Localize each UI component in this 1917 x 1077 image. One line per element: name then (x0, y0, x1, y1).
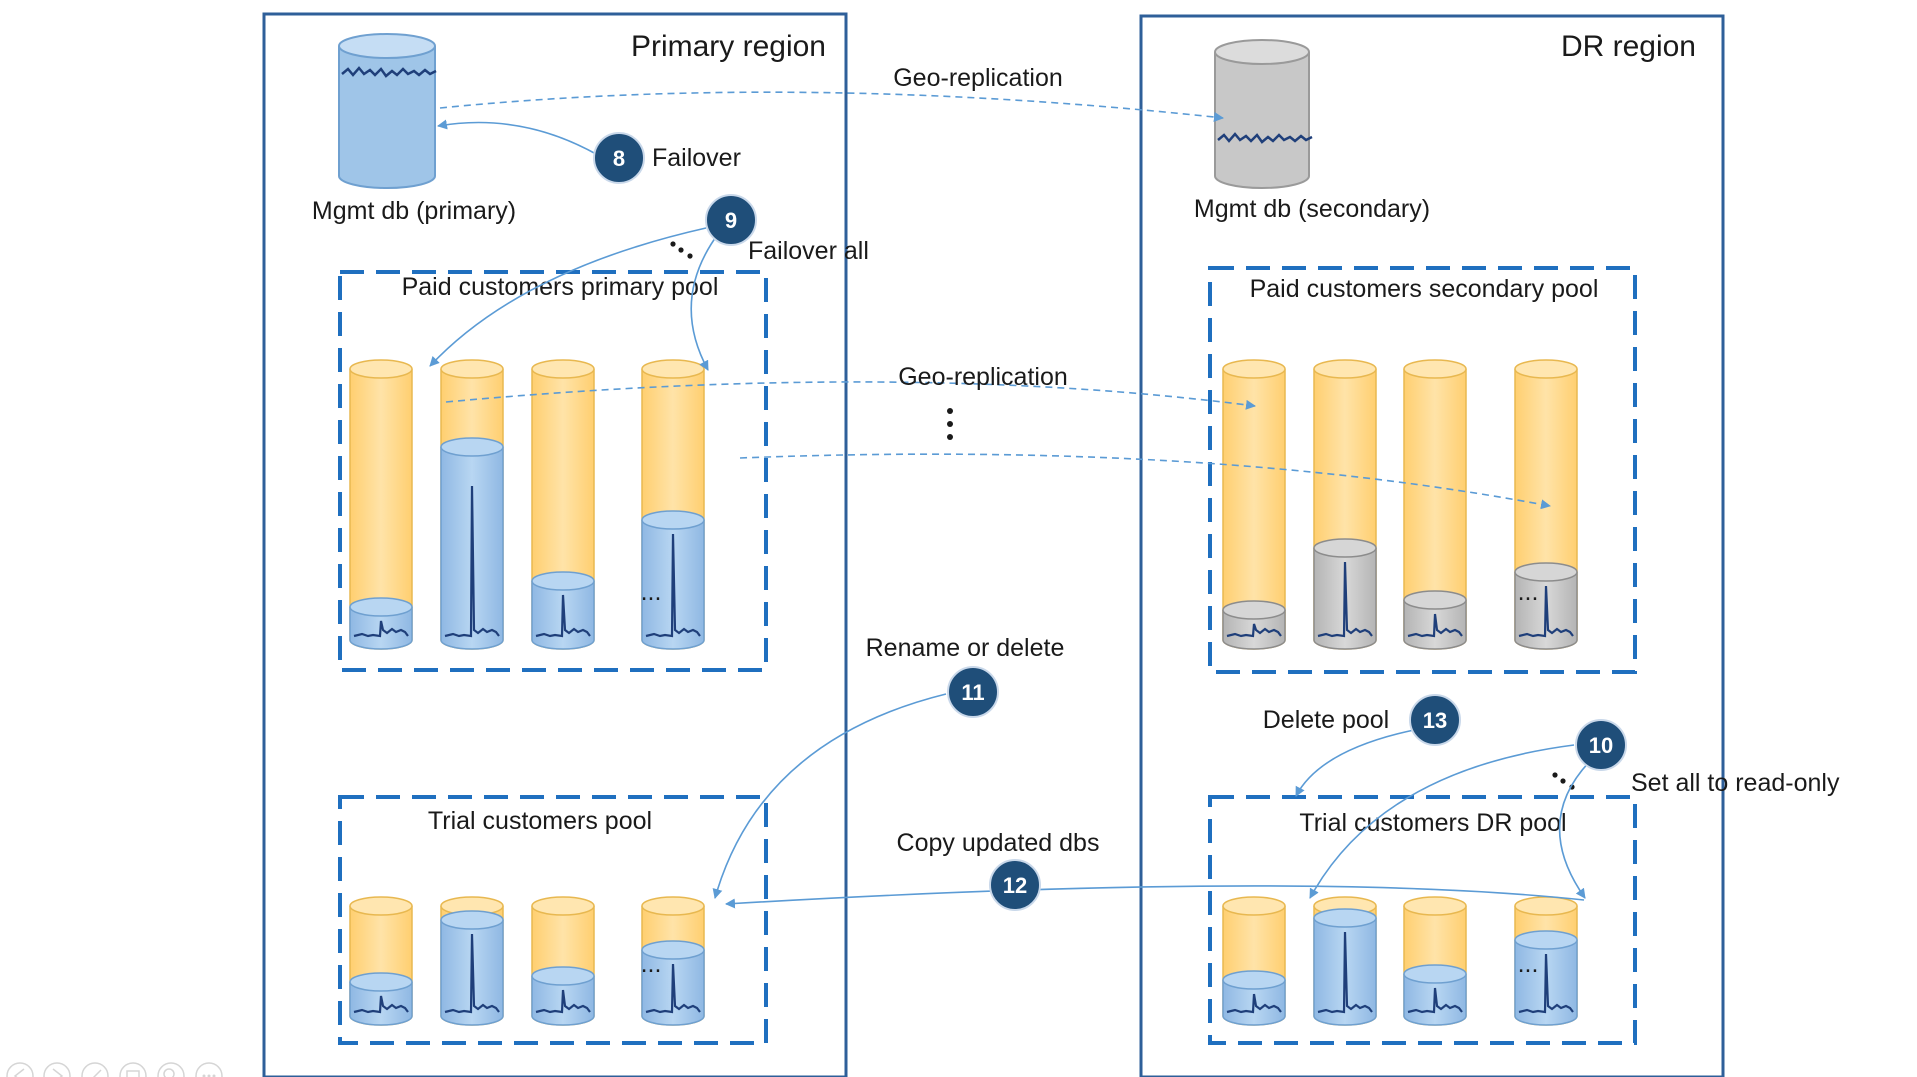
more-options-icon[interactable] (195, 1062, 223, 1077)
step-badge-9-number: 9 (725, 208, 737, 233)
step-badge-10-number: 10 (1589, 733, 1613, 758)
rename-delete-arrow (712, 693, 947, 899)
next-icon[interactable] (43, 1062, 71, 1077)
primary-region-title: Primary region (631, 30, 826, 63)
player-controls (6, 1062, 223, 1077)
database-cylinder-icon (531, 359, 595, 650)
pen-icon[interactable] (81, 1062, 109, 1077)
delete-pool-arrow (1295, 729, 1415, 797)
step-badge-11: 11 (947, 666, 999, 718)
database-cylinder-icon (440, 359, 504, 650)
step-badge-13: 13 (1409, 694, 1461, 746)
paid-primary-pool-box (338, 270, 768, 672)
mgmt-db-secondary-icon (1214, 39, 1313, 189)
database-cylinder-icon (440, 896, 504, 1026)
spike-chart-icon (1317, 931, 1373, 1014)
paid-secondary-pool-box (1208, 266, 1637, 674)
spike-chart-icon (1407, 987, 1463, 1014)
failover-arrow (437, 119, 597, 155)
database-cylinder-icon (1222, 896, 1286, 1026)
spike-chart-icon (1518, 585, 1574, 638)
trial-dr-more: ... (1518, 950, 1539, 978)
paid-primary-pool-title: Paid customers primary pool (402, 273, 719, 301)
mgmt-db-secondary-label: Mgmt db (secondary) (1194, 195, 1430, 223)
spike-chart-icon (645, 533, 701, 638)
spike-chart-icon (1518, 953, 1574, 1014)
step-badge-10: 10 (1575, 719, 1627, 771)
trial-dr-pool-box (1208, 795, 1637, 1045)
copy-updated-dbs-arrow (725, 885, 1585, 909)
previous-icon[interactable] (6, 1062, 34, 1077)
geo-replication-mid-label: Geo-replication (898, 363, 1068, 391)
mgmt-db-primary-label: Mgmt db (primary) (312, 197, 516, 225)
database-cylinder-icon (1403, 896, 1467, 1026)
paid-secondary-more: ... (1518, 578, 1539, 606)
database-cylinder-icon (1313, 896, 1377, 1026)
trial-primary-pool-title: Trial customers pool (428, 807, 652, 835)
database-cylinder-icon (1222, 359, 1286, 650)
failover-all-more-dots (670, 241, 693, 259)
read-only-arrow-first (1309, 744, 1575, 899)
geo-replication-mgmt-arrow (439, 91, 1224, 122)
paid-secondary-pool-title: Paid customers secondary pool (1250, 275, 1599, 303)
trial-primary-more: ... (641, 950, 662, 978)
dr-region-box (1139, 14, 1725, 1077)
spike-chart-icon (535, 989, 591, 1014)
slides-icon[interactable] (119, 1062, 147, 1077)
copy-updated-dbs-label: Copy updated dbs (897, 829, 1100, 857)
step-badge-8: 8 (593, 132, 645, 184)
database-cylinder-icon (531, 896, 595, 1026)
database-cylinder-icon (641, 359, 705, 650)
step-badge-9: 9 (705, 194, 757, 246)
failover-label: Failover (652, 144, 741, 172)
paid-primary-more: ... (641, 578, 662, 606)
spike-chart-icon (444, 933, 500, 1014)
delete-pool-label: Delete pool (1263, 706, 1389, 734)
zoom-icon[interactable] (157, 1062, 185, 1077)
step-badge-12: 12 (989, 859, 1041, 911)
database-cylinder-icon (1403, 359, 1467, 650)
spike-chart-icon (1407, 613, 1463, 638)
geo-replication-top-label: Geo-replication (893, 64, 1063, 92)
spike-chart-icon (1226, 993, 1282, 1014)
failover-all-arrow-first (429, 227, 707, 367)
read-only-arrow-last (1558, 756, 1595, 899)
spike-chart-icon (535, 594, 591, 638)
failover-all-arrow-last (690, 233, 719, 371)
database-cylinder-icon (349, 896, 413, 1026)
spike-chart-icon (1226, 623, 1282, 638)
spike-chart-icon (353, 995, 409, 1014)
geo-replication-paid-last-arrow (739, 453, 1551, 510)
step-badge-11-number: 11 (961, 680, 984, 705)
step-badge-8-number: 8 (613, 146, 625, 171)
failover-all-label: Failover all (748, 237, 869, 265)
geo-replication-more-dots (947, 408, 953, 440)
database-cylinder-icon (641, 896, 705, 1026)
trial-dr-pool-title: Trial customers DR pool (1299, 809, 1566, 837)
spike-chart-icon (353, 620, 409, 638)
database-cylinders (349, 359, 1578, 1026)
step-badge-12-number: 12 (1003, 873, 1027, 898)
rename-delete-label: Rename or delete (866, 634, 1065, 662)
spike-chart-icon (444, 485, 500, 638)
database-cylinder-icon (1313, 359, 1377, 650)
database-cylinder-icon (349, 359, 413, 650)
step-badge-13-number: 13 (1423, 708, 1447, 733)
trial-primary-pool-box (338, 795, 768, 1045)
set-read-only-label: Set all to read-only (1631, 769, 1840, 797)
primary-region-box (262, 12, 848, 1077)
mgmt-db-primary-icon (338, 33, 437, 189)
dr-region-title: DR region (1561, 30, 1696, 63)
database-cylinder-icon (1514, 896, 1578, 1026)
spike-chart-icon (645, 963, 701, 1014)
spike-chart-icon (1317, 561, 1373, 638)
